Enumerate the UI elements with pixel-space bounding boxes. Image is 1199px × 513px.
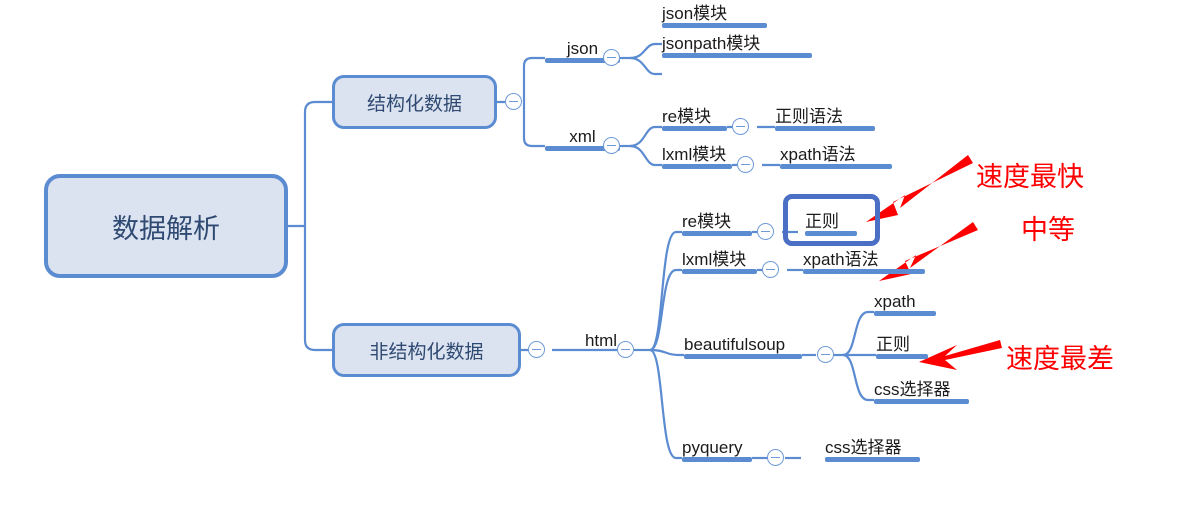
collapse-toggle-xml-re-module[interactable] (732, 118, 749, 135)
branch-node-unstructured-data[interactable]: 非结构化数据 (332, 323, 521, 377)
branch-node-structured-data[interactable]: 结构化数据 (332, 75, 497, 129)
collapse-toggle-unstructured-data[interactable] (528, 341, 545, 358)
collapse-toggle-json[interactable] (603, 49, 620, 66)
node-jsonpath-module-bar (662, 53, 812, 58)
node-bs-xpath[interactable]: xpath (874, 285, 936, 316)
node-pq-css-selector-bar (825, 457, 920, 462)
selection-highlight-regex[interactable] (783, 194, 880, 246)
node-beautifulsoup[interactable]: beautifulsoup (684, 328, 802, 359)
node-xml-label: xml (569, 127, 596, 146)
node-json-module[interactable]: json模块 (662, 2, 767, 28)
node-xml-re-module-label: re模块 (662, 107, 712, 126)
node-jsonpath-module[interactable]: jsonpath模块 (662, 32, 812, 58)
node-bs-xpath-bar (874, 311, 936, 316)
node-bs-css-selector[interactable]: css选择器 (874, 373, 969, 404)
collapse-toggle-html-lxml-module[interactable] (762, 261, 779, 278)
node-xml-xpath-syntax-label: xpath语法 (780, 145, 856, 164)
root-node-data-parsing[interactable]: 数据解析 (44, 174, 288, 278)
node-beautifulsoup-bar (684, 354, 802, 359)
node-xml-lxml-module-label: lxml模块 (662, 145, 727, 164)
node-html-xpath-syntax-bar (803, 269, 925, 274)
node-xml-re-module[interactable]: re模块 (662, 100, 727, 131)
node-html-re-module-label: re模块 (682, 212, 732, 231)
node-json-label: json (566, 39, 599, 58)
node-pyquery-bar (682, 457, 752, 462)
node-bs-regex-bar (876, 354, 928, 359)
node-xml[interactable]: xml (545, 113, 620, 151)
node-bs-xpath-label: xpath (874, 292, 916, 311)
node-json[interactable]: json (545, 25, 620, 63)
node-xml-xpath-syntax[interactable]: xpath语法 (780, 138, 892, 169)
node-html-re-module-bar (682, 231, 752, 236)
node-xml-regex-syntax[interactable]: 正则语法 (775, 100, 875, 131)
node-html-lxml-module-label: lxml模块 (682, 250, 747, 269)
node-html-regex-label: 正则 (805, 212, 839, 231)
collapse-toggle-pyquery[interactable] (767, 449, 784, 466)
node-xml-bar (545, 146, 620, 151)
annotation-medium: 中等 (1021, 215, 1075, 245)
node-bs-regex-label: 正则 (876, 335, 910, 354)
node-xml-xpath-syntax-bar (780, 164, 892, 169)
collapse-toggle-beautifulsoup[interactable] (817, 346, 834, 363)
annotation-fastest: 速度最快 (976, 162, 1084, 192)
node-pyquery[interactable]: pyquery (682, 431, 752, 462)
node-html[interactable]: html (570, 317, 632, 355)
collapse-toggle-html[interactable] (617, 341, 634, 358)
node-xml-lxml-module[interactable]: lxml模块 (662, 138, 732, 169)
node-json-module-bar (662, 23, 767, 28)
collapse-toggle-html-re-module[interactable] (757, 223, 774, 240)
arrow-slowest (919, 340, 1002, 370)
node-html-label: html (584, 331, 618, 350)
node-html-xpath-syntax[interactable]: xpath语法 (803, 243, 925, 274)
node-pyquery-label: pyquery (682, 438, 743, 457)
node-xml-regex-syntax-label: 正则语法 (775, 107, 843, 126)
node-bs-css-selector-label: css选择器 (874, 380, 951, 399)
node-html-xpath-syntax-label: xpath语法 (803, 250, 879, 269)
node-beautifulsoup-label: beautifulsoup (684, 335, 786, 354)
node-json-bar (545, 58, 620, 63)
annotation-slowest: 速度最差 (1006, 344, 1114, 374)
node-html-lxml-module-bar (682, 269, 757, 274)
collapse-toggle-structured-data[interactable] (505, 93, 522, 110)
node-pq-css-selector-label: css选择器 (825, 438, 902, 457)
node-pq-css-selector[interactable]: css选择器 (825, 431, 920, 462)
node-jsonpath-module-label: jsonpath模块 (662, 34, 761, 53)
node-bs-regex[interactable]: 正则 (876, 328, 928, 359)
collapse-toggle-xml-lxml-module[interactable] (737, 156, 754, 173)
node-html-re-module[interactable]: re模块 (682, 205, 752, 236)
node-json-module-label: json模块 (662, 4, 728, 23)
node-bs-css-selector-bar (874, 399, 969, 404)
node-xml-lxml-module-bar (662, 164, 732, 169)
node-html-regex-bar (805, 231, 857, 236)
node-xml-re-module-bar (662, 126, 727, 131)
node-xml-regex-syntax-bar (775, 126, 875, 131)
collapse-toggle-xml[interactable] (603, 137, 620, 154)
node-html-lxml-module[interactable]: lxml模块 (682, 243, 757, 274)
node-html-regex[interactable]: 正则 (805, 205, 857, 236)
